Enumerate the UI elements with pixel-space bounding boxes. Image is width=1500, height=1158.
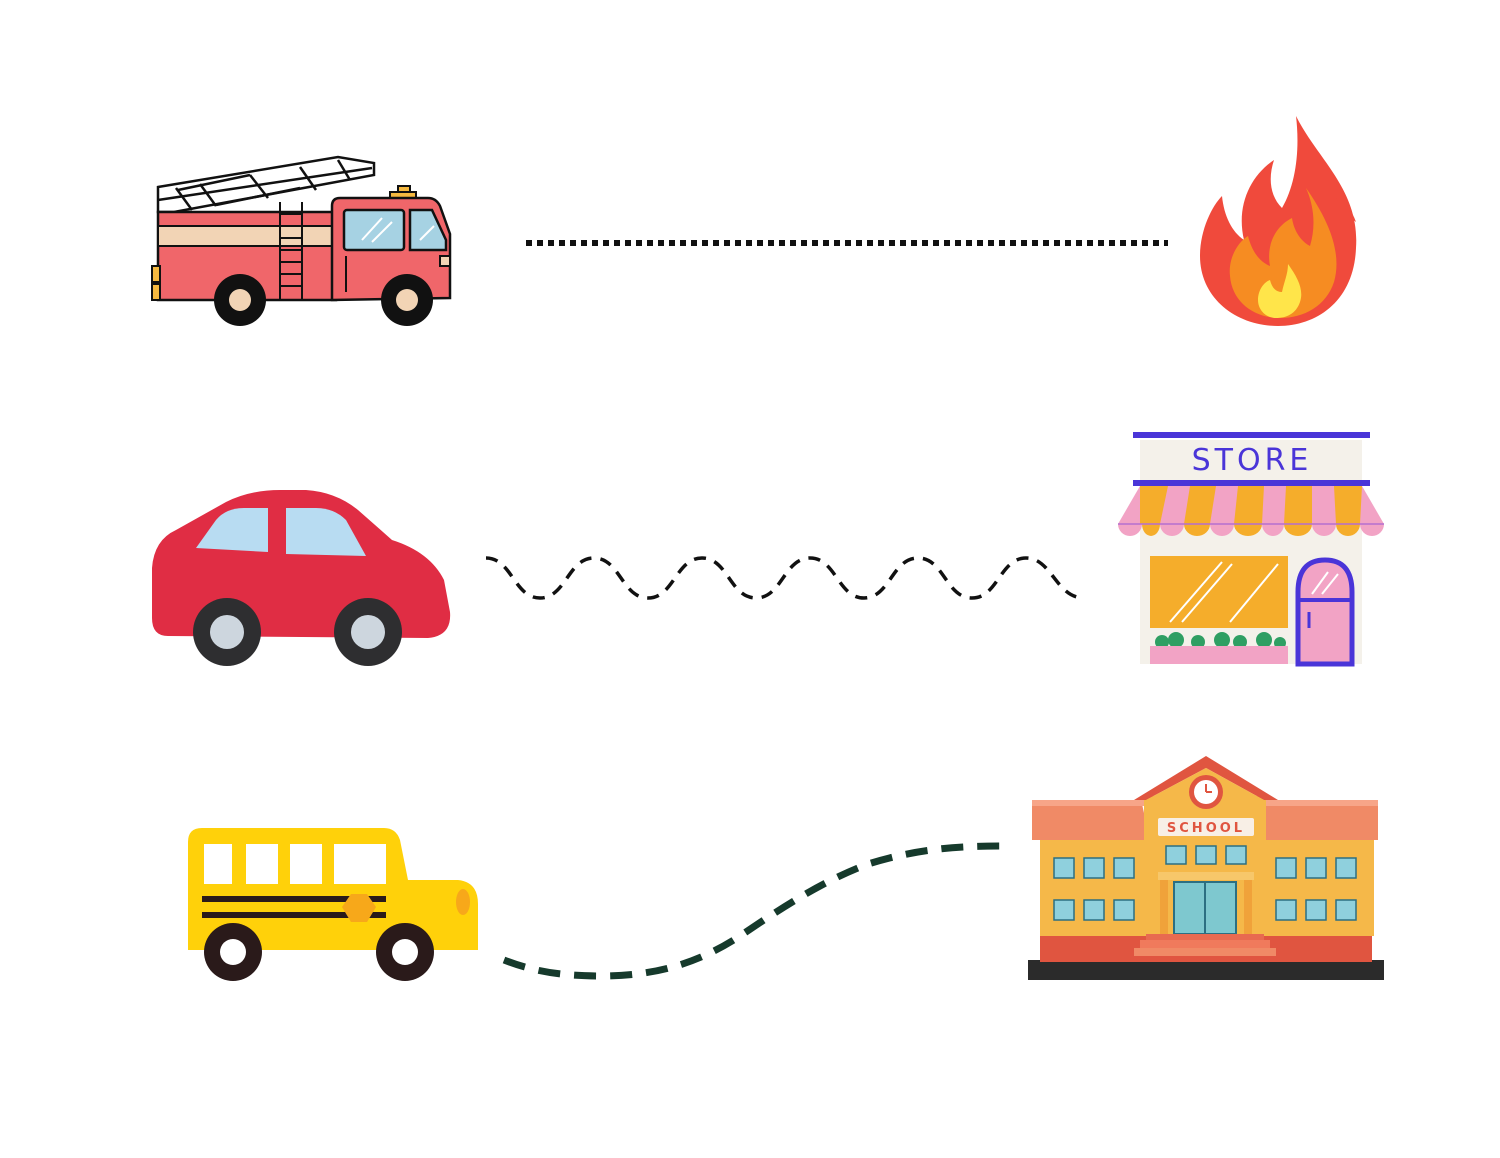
car-icon [152, 490, 451, 666]
fire-truck-icon [151, 155, 452, 326]
fire-icon [1200, 116, 1357, 326]
school-sign: SCHOOL [1167, 821, 1245, 836]
school-icon: SCHOOL [1028, 756, 1384, 980]
trace-path-wave [485, 556, 1085, 600]
trace-path-curve [502, 842, 1005, 980]
store-sign: STORE [1192, 443, 1313, 478]
store-icon: STORE [1118, 432, 1384, 667]
school-bus-icon [188, 828, 478, 981]
